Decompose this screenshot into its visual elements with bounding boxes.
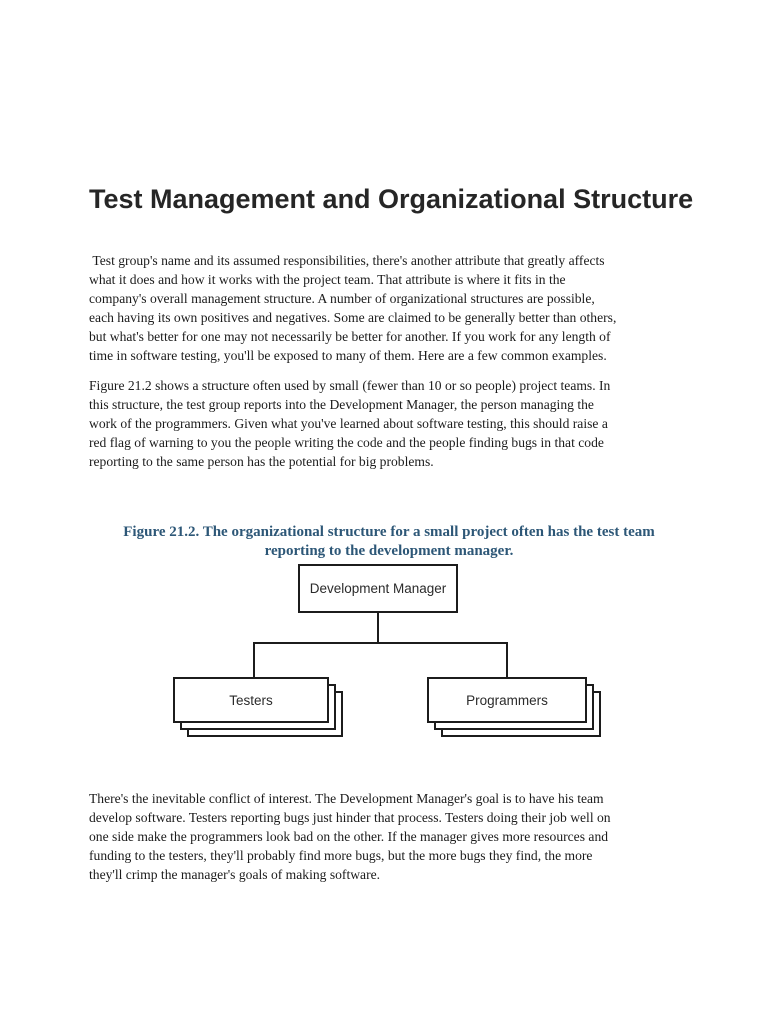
connector-vertical-right	[506, 643, 508, 678]
figure-caption: Figure 21.2. The organizational structur…	[123, 524, 655, 559]
paragraph-intro: Test group's name and its assumed respon…	[89, 253, 617, 363]
org-node-programmers-stack: Programmers	[427, 677, 607, 743]
page-title: Test Management and Organizational Struc…	[89, 184, 694, 214]
org-node-development-manager-label: Development Manager	[309, 581, 447, 596]
paragraph-conflict: There's the inevitable conflict of inter…	[89, 791, 611, 882]
org-node-programmers-label: Programmers	[466, 692, 548, 708]
connector-horizontal	[253, 642, 508, 644]
org-node-testers-label: Testers	[229, 692, 273, 708]
org-node-programmers: Programmers	[427, 677, 587, 723]
org-node-testers-stack: Testers	[173, 677, 353, 743]
connector-vertical-left	[253, 643, 255, 678]
org-node-testers: Testers	[173, 677, 329, 723]
connector-vertical-root	[377, 613, 379, 643]
org-node-development-manager: Development Manager	[298, 564, 458, 613]
paragraph-figure-description: Figure 21.2 shows a structure often used…	[89, 378, 611, 469]
